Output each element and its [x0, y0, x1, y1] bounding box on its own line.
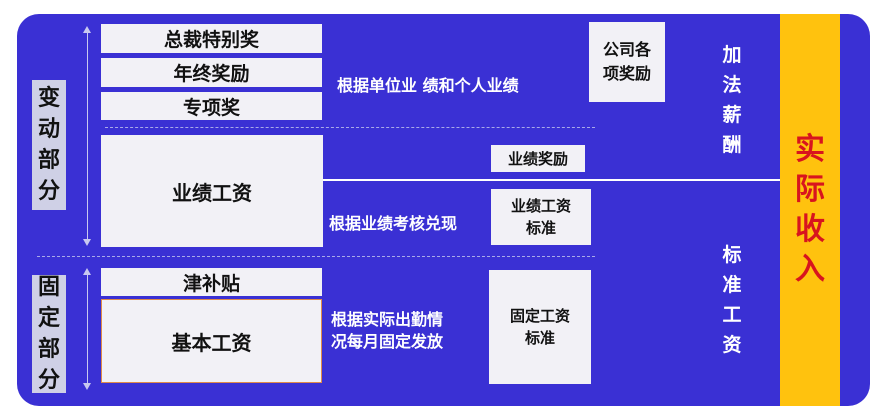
fixed-section-label: 固 定 部 分	[32, 275, 66, 393]
fixed-standard-box: 固定工资 标准	[489, 270, 591, 384]
fixed-range-arrow-top	[83, 268, 91, 275]
allowance-box: 津补贴	[101, 268, 322, 296]
company-bonus-box: 公司各 项奖励	[589, 22, 665, 102]
variable-section-label: 变 动 部 分	[32, 80, 66, 210]
performance-basis-note: 根据业绩考核兑现	[329, 214, 458, 233]
actual-income-column: 实 际 收 入	[780, 14, 840, 406]
extra-pay-label: 加 法 薪 酬	[722, 44, 742, 156]
fixed-range-arrow-bottom	[83, 383, 91, 390]
fixed-range-arrow	[87, 274, 88, 384]
variable-range-arrow-bottom	[83, 239, 91, 246]
bonus-basis-note: 根据单位业 绩和个人业绩	[337, 76, 519, 95]
bonus-item-special: 专项奖	[101, 92, 322, 120]
bonus-item-year-end: 年终奖励	[101, 58, 322, 87]
bonus-item-president: 总裁特别奖	[101, 24, 322, 53]
performance-line	[323, 179, 780, 181]
fixed-basis-note: 根据实际出勤情 况每月固定发放	[331, 310, 444, 351]
bonus-separator	[105, 127, 595, 128]
variable-range-arrow-top	[83, 26, 91, 33]
performance-bonus-box: 业绩奖励	[491, 145, 585, 172]
variable-range-arrow	[87, 32, 88, 240]
base-salary-box: 基本工资	[101, 299, 322, 383]
section-separator	[37, 256, 595, 257]
performance-standard-box: 业绩工资 标准	[491, 189, 591, 245]
performance-salary-box: 业绩工资	[101, 135, 323, 247]
salary-structure-diagram: 变 动 部 分 固 定 部 分 总裁特别奖 年终奖励 专项奖 根据单位业 绩和个…	[17, 14, 870, 406]
standard-pay-label: 标 准 工 资	[722, 244, 742, 356]
